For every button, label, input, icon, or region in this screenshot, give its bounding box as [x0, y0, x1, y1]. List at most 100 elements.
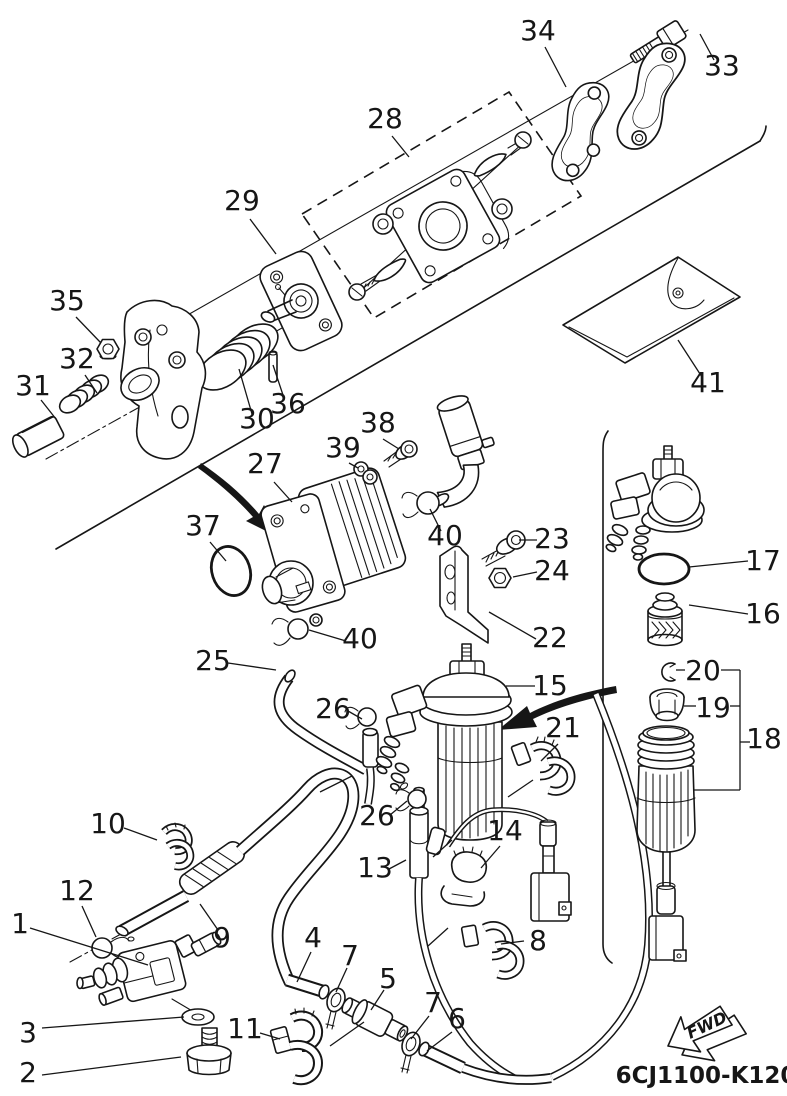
callout-leader-39 [348, 462, 359, 469]
hose-clamp-7b [400, 1031, 421, 1074]
callout-label-39: 39 [325, 431, 361, 464]
callout-leader-41 [677, 339, 703, 378]
callout-leader-32 [84, 374, 98, 394]
reference-bracket-lines [676, 669, 750, 791]
section-divider-lines [55, 125, 767, 964]
clip-26-lower [395, 782, 427, 812]
callout-label-7: 7 [341, 939, 359, 972]
callout-leader-34 [544, 46, 567, 88]
clamp-8 [460, 921, 525, 980]
callout-leader-36 [272, 364, 285, 399]
fwd-direction-arrow: FWD [667, 1005, 747, 1062]
misc-reference-lines [319, 775, 534, 1047]
callout-leader-7 [335, 967, 348, 993]
nut-24 [488, 567, 512, 589]
diaphragm-unit-29 [259, 250, 343, 352]
callout-leader-13 [388, 859, 407, 870]
callout-leader-4 [296, 951, 312, 983]
callout-label-32: 32 [59, 342, 95, 375]
callout-label-18: 18 [746, 722, 782, 755]
fuel-joint-5 [341, 997, 409, 1042]
washer-3 [181, 1008, 215, 1026]
callout-label-19: 19 [695, 691, 731, 724]
callout-leader-5 [370, 989, 385, 1011]
callout-label-9: 9 [213, 921, 231, 954]
fuel-tap-assembly-right [605, 445, 705, 561]
spring-32 [58, 374, 110, 414]
callout-label-31: 31 [15, 369, 51, 402]
filter-element-16 [647, 592, 683, 647]
callout-leader-38 [382, 438, 400, 450]
exhaust-cover-plate [612, 35, 690, 158]
callout-label-26: 26 [359, 799, 395, 832]
clamp-21 [510, 736, 576, 796]
callout-leader-2 [41, 1056, 182, 1076]
clip-26-upper [344, 706, 377, 730]
nut-19 [649, 688, 685, 722]
fuel-connector-1 [76, 931, 222, 1013]
callout-label-26: 26 [315, 692, 351, 725]
callout-label-11: 11 [227, 1012, 263, 1045]
callout-label-30: 30 [239, 402, 275, 435]
callout-leader-24 [512, 571, 538, 578]
pump-cover [120, 299, 207, 460]
callout-label-16: 16 [745, 597, 781, 630]
callout-leader-17 [688, 560, 749, 568]
valve-screw [507, 131, 532, 156]
callout-label-20: 20 [685, 654, 721, 687]
callout-leader-33 [699, 33, 715, 61]
drawing-code: 6CJ1100-K120 [616, 1063, 787, 1089]
callout-leader-40 [429, 508, 442, 532]
callout-label-17: 17 [745, 544, 781, 577]
o-ring-17 [637, 552, 691, 586]
callout-leader-14 [480, 845, 501, 869]
parts-bag-41 [562, 256, 741, 364]
callout-leader-29 [249, 218, 277, 255]
callout-label-4: 4 [304, 921, 322, 954]
callout-label-13: 13 [357, 851, 393, 884]
callout-leader-7 [410, 1015, 430, 1040]
callout-leader-30 [238, 368, 253, 415]
dashed-group-box-28 [300, 90, 583, 320]
float-sensor-connector-right [648, 851, 687, 962]
callout-label-22: 22 [532, 621, 568, 654]
callout-label-34: 34 [520, 14, 556, 47]
callout-label-2: 2 [19, 1056, 37, 1089]
bracket-22 [439, 545, 489, 644]
callout-label-38: 38 [360, 406, 396, 439]
clip-40-upper [401, 491, 440, 519]
valve-screw [348, 274, 381, 301]
callout-label-8: 8 [529, 924, 547, 957]
filter-cup-18 [636, 725, 696, 853]
bolt-38 [383, 440, 418, 468]
spring-30 [197, 323, 279, 391]
valve-flap [473, 153, 507, 177]
gasket-34 [548, 76, 613, 187]
clip-10 [161, 822, 195, 871]
callout-leader-10 [123, 827, 158, 841]
callout-label-40: 40 [342, 622, 378, 655]
nut-35 [96, 338, 120, 360]
callout-label-29: 29 [224, 184, 260, 217]
valve-flap [373, 258, 407, 282]
clip-40-lower [271, 617, 309, 646]
washers-39 [353, 461, 378, 485]
callout-label-41: 41 [690, 366, 726, 399]
bolt-2 [186, 1027, 232, 1076]
callout-label-12: 12 [59, 874, 95, 907]
callout-label-21: 21 [545, 711, 581, 744]
callout-leader-3 [41, 1016, 185, 1029]
solenoid-elbow-unit [432, 395, 495, 508]
callout-leader-27 [273, 481, 293, 503]
fuel-filter-assembly-15 [375, 643, 513, 856]
pointer-arrow-to-filter [498, 686, 617, 730]
fuel-pump-27 [260, 467, 407, 627]
callout-label-27: 27 [247, 447, 283, 480]
circlip-20 [661, 662, 676, 682]
callout-leader-26 [347, 710, 363, 720]
callout-leader-6 [426, 1031, 453, 1052]
callout-label-15: 15 [532, 669, 568, 702]
callout-label-24: 24 [534, 554, 570, 587]
callout-leader-9 [199, 903, 219, 931]
